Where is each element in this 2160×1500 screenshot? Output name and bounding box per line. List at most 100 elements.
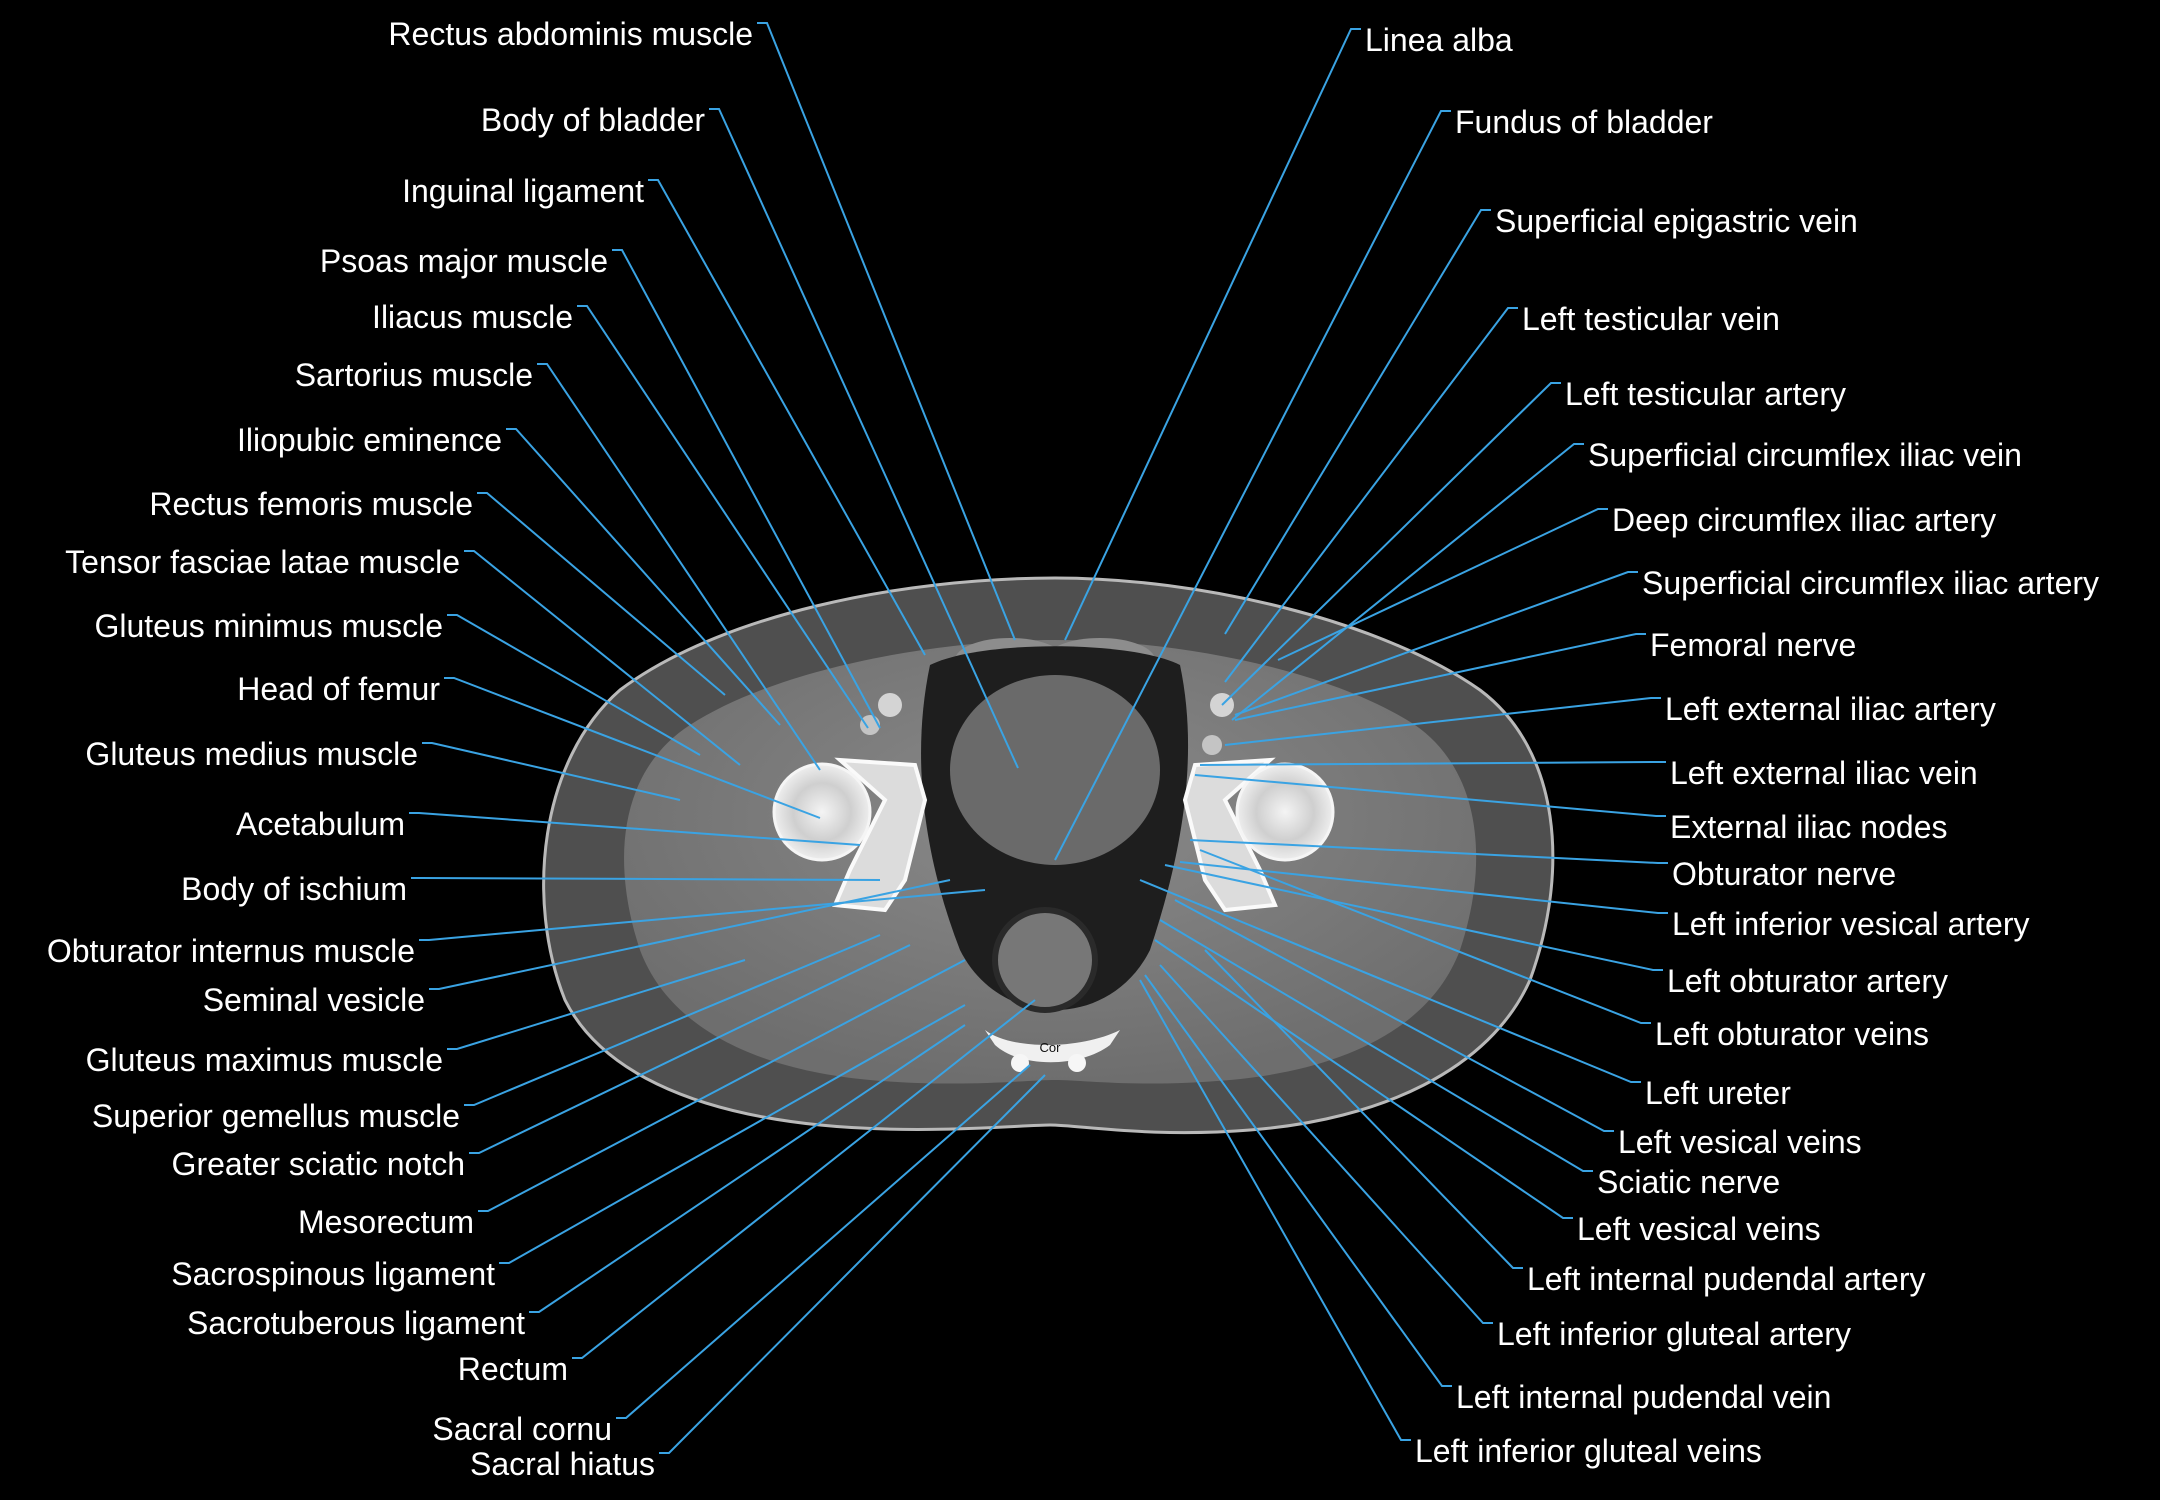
label-superior-gemellus-muscle: Superior gemellus muscle	[92, 1098, 460, 1134]
label-left-inferior-gluteal-veins-23: Left inferior gluteal veins	[1415, 1433, 1762, 1469]
label-head-of-femur: Head of femur	[237, 671, 440, 707]
leader-line-rectus-abdominis-muscle	[757, 22, 1016, 641]
label-gluteus-maximus-muscle: Gluteus maximus muscle	[86, 1042, 443, 1078]
leader-lines	[409, 22, 1668, 1454]
label-left-testicular-vein-3: Left testicular vein	[1522, 301, 1780, 337]
leader-line-deep-circumflex-iliac-artery-6	[1277, 508, 1608, 661]
rectum-shape	[995, 910, 1095, 1010]
leader-line-head-of-femur	[444, 677, 821, 819]
leader-line-obturator-internus-muscle	[419, 889, 986, 941]
sacral-cornu-left-shape	[1011, 1054, 1029, 1072]
leader-line-gluteus-maximus-muscle	[447, 959, 746, 1050]
image-marker: Cor	[1040, 1040, 1062, 1055]
leader-line-gluteus-medius-muscle	[422, 742, 681, 801]
label-inguinal-ligament: Inguinal ligament	[402, 173, 644, 209]
label-sacrotuberous-ligament: Sacrotuberous ligament	[187, 1305, 525, 1341]
leader-line-left-vesical-veins-19	[1154, 939, 1573, 1219]
acetabulum-right-shape	[832, 757, 928, 913]
leader-line-fundus-of-bladder-1	[1054, 110, 1451, 861]
leader-line-left-internal-pudendal-artery-20	[1204, 949, 1523, 1269]
leader-line-left-ureter-16	[1139, 879, 1641, 1083]
label-rectum: Rectum	[458, 1351, 568, 1387]
leader-line-seminal-vesicle	[429, 879, 951, 990]
label-femoral-nerve-8: Femoral nerve	[1650, 627, 1856, 663]
label-mesorectum: Mesorectum	[298, 1204, 474, 1240]
leader-line-left-inferior-vesical-artery-13	[1179, 861, 1668, 914]
label-left-obturator-artery-14: Left obturator artery	[1667, 963, 1948, 999]
label-greater-sciatic-notch: Greater sciatic notch	[172, 1146, 465, 1182]
label-fundus-of-bladder-1: Fundus of bladder	[1455, 104, 1713, 140]
label-sacral-hiatus: Sacral hiatus	[470, 1446, 655, 1482]
leader-line-inguinal-ligament	[648, 179, 926, 656]
label-left-testicular-artery-4: Left testicular artery	[1565, 376, 1846, 412]
vessel-left-2	[1202, 735, 1222, 755]
label-superficial-circumflex-iliac-artery-7: Superficial circumflex iliac artery	[1642, 565, 2099, 601]
label-left-vesical-veins-19: Left vesical veins	[1577, 1211, 1821, 1247]
leader-line-acetabulum	[409, 812, 861, 846]
leader-line-mesorectum	[478, 959, 966, 1212]
leader-line-superficial-epigastric-vein-2	[1224, 209, 1491, 635]
label-left-inferior-vesical-artery-13: Left inferior vesical artery	[1672, 906, 2029, 942]
label-sartorius-muscle: Sartorius muscle	[295, 357, 533, 393]
leader-line-iliopubic-eminence	[506, 428, 781, 726]
label-sacrospinous-ligament: Sacrospinous ligament	[171, 1256, 495, 1292]
label-psoas-major-muscle: Psoas major muscle	[320, 243, 608, 279]
rectum-wall-shape	[992, 907, 1098, 1013]
leader-line-sacrotuberous-ligament	[529, 1024, 966, 1313]
label-gluteus-medius-muscle: Gluteus medius muscle	[85, 736, 418, 772]
label-left-vesical-veins-17: Left vesical veins	[1618, 1124, 1862, 1160]
leader-line-left-external-iliac-artery-9	[1224, 697, 1661, 746]
leader-line-rectus-femoris-muscle	[477, 492, 726, 696]
label-external-iliac-nodes-11: External iliac nodes	[1670, 809, 1947, 845]
leader-line-left-vesical-veins-17	[1174, 899, 1614, 1132]
label-left-external-iliac-vein-10: Left external iliac vein	[1670, 755, 1978, 791]
leader-line-obturator-nerve-12	[1189, 839, 1668, 864]
label-left-ureter-16: Left ureter	[1645, 1075, 1791, 1111]
label-rectus-abdominis-muscle: Rectus abdominis muscle	[388, 16, 753, 52]
leader-line-gluteus-minimus-muscle	[447, 614, 701, 756]
leader-line-sacrospinous-ligament	[499, 1004, 966, 1264]
leader-line-left-inferior-gluteal-artery-21	[1159, 964, 1493, 1324]
label-superficial-circumflex-iliac-vein-5: Superficial circumflex iliac vein	[1588, 437, 2022, 473]
label-body-of-ischium: Body of ischium	[181, 871, 407, 907]
leader-line-iliacus-muscle	[577, 305, 869, 729]
label-iliopubic-eminence: Iliopubic eminence	[237, 422, 502, 458]
leader-line-left-testicular-artery-4	[1221, 382, 1561, 706]
sacral-cornu-right-shape	[1068, 1054, 1086, 1072]
label-obturator-internus-muscle: Obturator internus muscle	[47, 933, 415, 969]
label-sacral-cornu: Sacral cornu	[432, 1411, 612, 1447]
label-acetabulum: Acetabulum	[236, 806, 405, 842]
leader-line-left-internal-pudendal-vein-22	[1144, 974, 1452, 1387]
leader-line-superficial-circumflex-iliac-artery-7	[1234, 571, 1638, 716]
label-rectus-femoris-muscle: Rectus femoris muscle	[149, 486, 473, 522]
leader-line-left-obturator-veins-15	[1199, 849, 1651, 1024]
label-superficial-epigastric-vein-2: Superficial epigastric vein	[1495, 203, 1858, 239]
leader-line-tensor-fasciae-latae-muscle	[464, 550, 741, 766]
leader-line-external-iliac-nodes-11	[1194, 774, 1666, 817]
leader-line-left-inferior-gluteal-veins-23	[1139, 979, 1411, 1441]
bladder-shape	[950, 675, 1160, 865]
label-obturator-nerve-12: Obturator nerve	[1672, 856, 1896, 892]
leader-line-sacral-hiatus	[659, 1074, 1046, 1454]
label-deep-circumflex-iliac-artery-6: Deep circumflex iliac artery	[1612, 502, 1996, 538]
leader-line-sacral-cornu	[616, 1064, 1031, 1419]
leader-line-body-of-bladder	[709, 108, 1019, 769]
leader-line-sciatic-nerve-18	[1159, 919, 1593, 1172]
label-left-obturator-veins-15: Left obturator veins	[1655, 1016, 1929, 1052]
leader-line-greater-sciatic-notch	[469, 944, 911, 1154]
leader-line-linea-alba-0	[1064, 28, 1361, 641]
leader-line-femoral-nerve-8	[1234, 633, 1646, 721]
leader-line-sartorius-muscle	[537, 363, 821, 771]
label-tensor-fasciae-latae-muscle: Tensor fasciae latae muscle	[65, 544, 460, 580]
label-gluteus-minimus-muscle: Gluteus minimus muscle	[94, 608, 443, 644]
acetabulum-left-shape	[1182, 757, 1278, 913]
vessel-right-2	[860, 715, 880, 735]
label-left-internal-pudendal-vein-22: Left internal pudendal vein	[1456, 1379, 1831, 1415]
label-left-internal-pudendal-artery-20: Left internal pudendal artery	[1527, 1261, 1925, 1297]
leader-line-superior-gemellus-muscle	[464, 934, 881, 1106]
label-sciatic-nerve-18: Sciatic nerve	[1597, 1164, 1780, 1200]
leader-line-body-of-ischium	[411, 877, 881, 881]
label-seminal-vesicle: Seminal vesicle	[203, 982, 425, 1018]
leader-line-left-testicular-vein-3	[1224, 307, 1518, 683]
